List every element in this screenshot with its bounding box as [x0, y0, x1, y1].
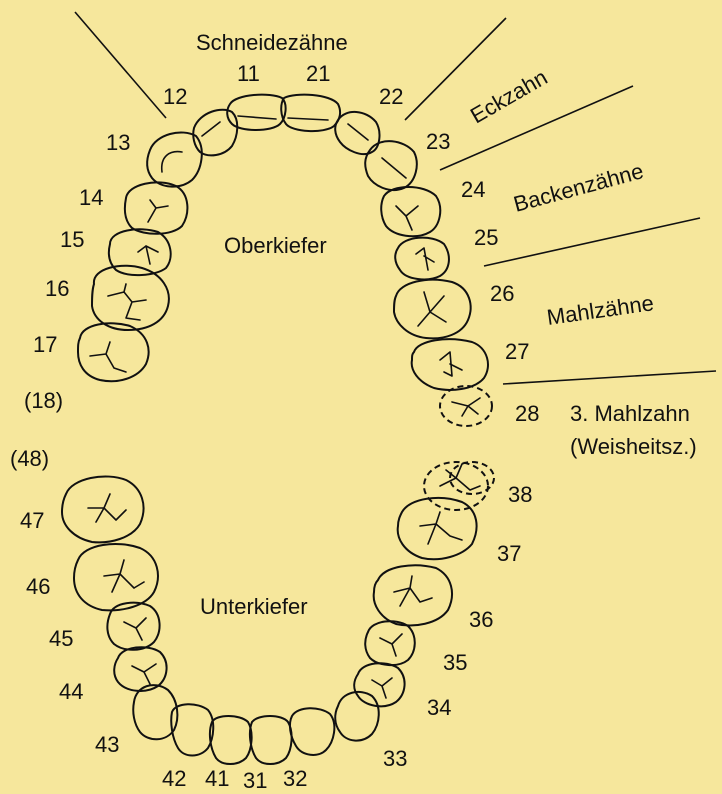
num-11: 11	[237, 61, 260, 86]
num-35: 35	[443, 650, 467, 675]
num-44: 44	[59, 679, 83, 704]
tooth-46	[74, 544, 158, 610]
num-36: 36	[469, 607, 493, 632]
tooth-35	[365, 621, 415, 665]
label-incisors: Schneidezähne	[196, 30, 348, 55]
divider-molar-thirdmolar	[503, 371, 716, 384]
num-32: 32	[283, 766, 307, 791]
num-31: 31	[243, 768, 267, 793]
num-15: 15	[60, 227, 84, 252]
tooth-23	[365, 141, 417, 190]
tooth-41	[210, 716, 252, 764]
num-26: 26	[490, 281, 514, 306]
tooth-11	[227, 95, 285, 130]
num-24: 24	[461, 177, 485, 202]
label-premolars: Backenzähne	[511, 158, 646, 217]
divider-canine-premolar	[440, 86, 633, 170]
num-37: 37	[497, 541, 521, 566]
divider-left	[75, 12, 166, 118]
tooth-47	[62, 476, 144, 542]
num-18: (18)	[24, 388, 63, 413]
num-17: 17	[33, 332, 57, 357]
label-canine: Eckzahn	[466, 64, 552, 128]
num-43: 43	[95, 732, 119, 757]
divider-premolar-molar	[484, 218, 700, 266]
num-48: (48)	[10, 446, 49, 471]
num-12: 12	[163, 84, 187, 109]
num-46: 46	[26, 574, 50, 599]
lower-tooth-numbers: 31 32 33 34 35 36 37 38 41 42 43 44 45 4…	[10, 446, 532, 793]
num-28: 28	[515, 401, 539, 426]
tooth-37	[398, 498, 477, 559]
num-34: 34	[427, 695, 451, 720]
tooth-38	[424, 462, 494, 510]
num-33: 33	[383, 746, 407, 771]
num-38: 38	[508, 482, 532, 507]
num-42: 42	[162, 766, 186, 791]
label-upper-jaw: Oberkiefer	[224, 233, 327, 258]
tooth-44	[114, 647, 166, 691]
num-16: 16	[45, 276, 69, 301]
tooth-27	[412, 339, 488, 390]
tooth-28	[440, 386, 492, 426]
tooth-32	[290, 708, 334, 755]
category-dividers	[75, 12, 716, 384]
tooth-26	[394, 280, 471, 339]
tooth-24	[381, 187, 440, 236]
tooth-21	[281, 95, 340, 131]
num-47: 47	[20, 508, 44, 533]
tooth-25	[395, 238, 449, 280]
tooth-36	[374, 565, 452, 625]
num-41: 41	[205, 766, 229, 791]
label-lower-jaw: Unterkiefer	[200, 594, 308, 619]
tooth-14	[125, 182, 188, 233]
tooth-34	[354, 663, 404, 706]
num-25: 25	[474, 225, 498, 250]
num-21: 21	[306, 61, 330, 86]
num-23: 23	[426, 129, 450, 154]
num-13: 13	[106, 130, 130, 155]
tooth-17	[78, 323, 149, 381]
tooth-12	[193, 110, 237, 156]
label-molars: Mahlzähne	[545, 290, 655, 330]
tooth-43	[133, 685, 177, 739]
jaw-labels: Oberkiefer Unterkiefer	[200, 233, 327, 619]
num-45: 45	[49, 626, 73, 651]
label-third-molar-note: (Weisheitsz.)	[570, 434, 697, 459]
tooth-33	[335, 692, 379, 741]
num-14: 14	[79, 185, 103, 210]
num-22: 22	[379, 84, 403, 109]
tooth-31	[250, 716, 292, 764]
num-27: 27	[505, 339, 529, 364]
label-third-molar: 3. Mahlzahn	[570, 401, 690, 426]
